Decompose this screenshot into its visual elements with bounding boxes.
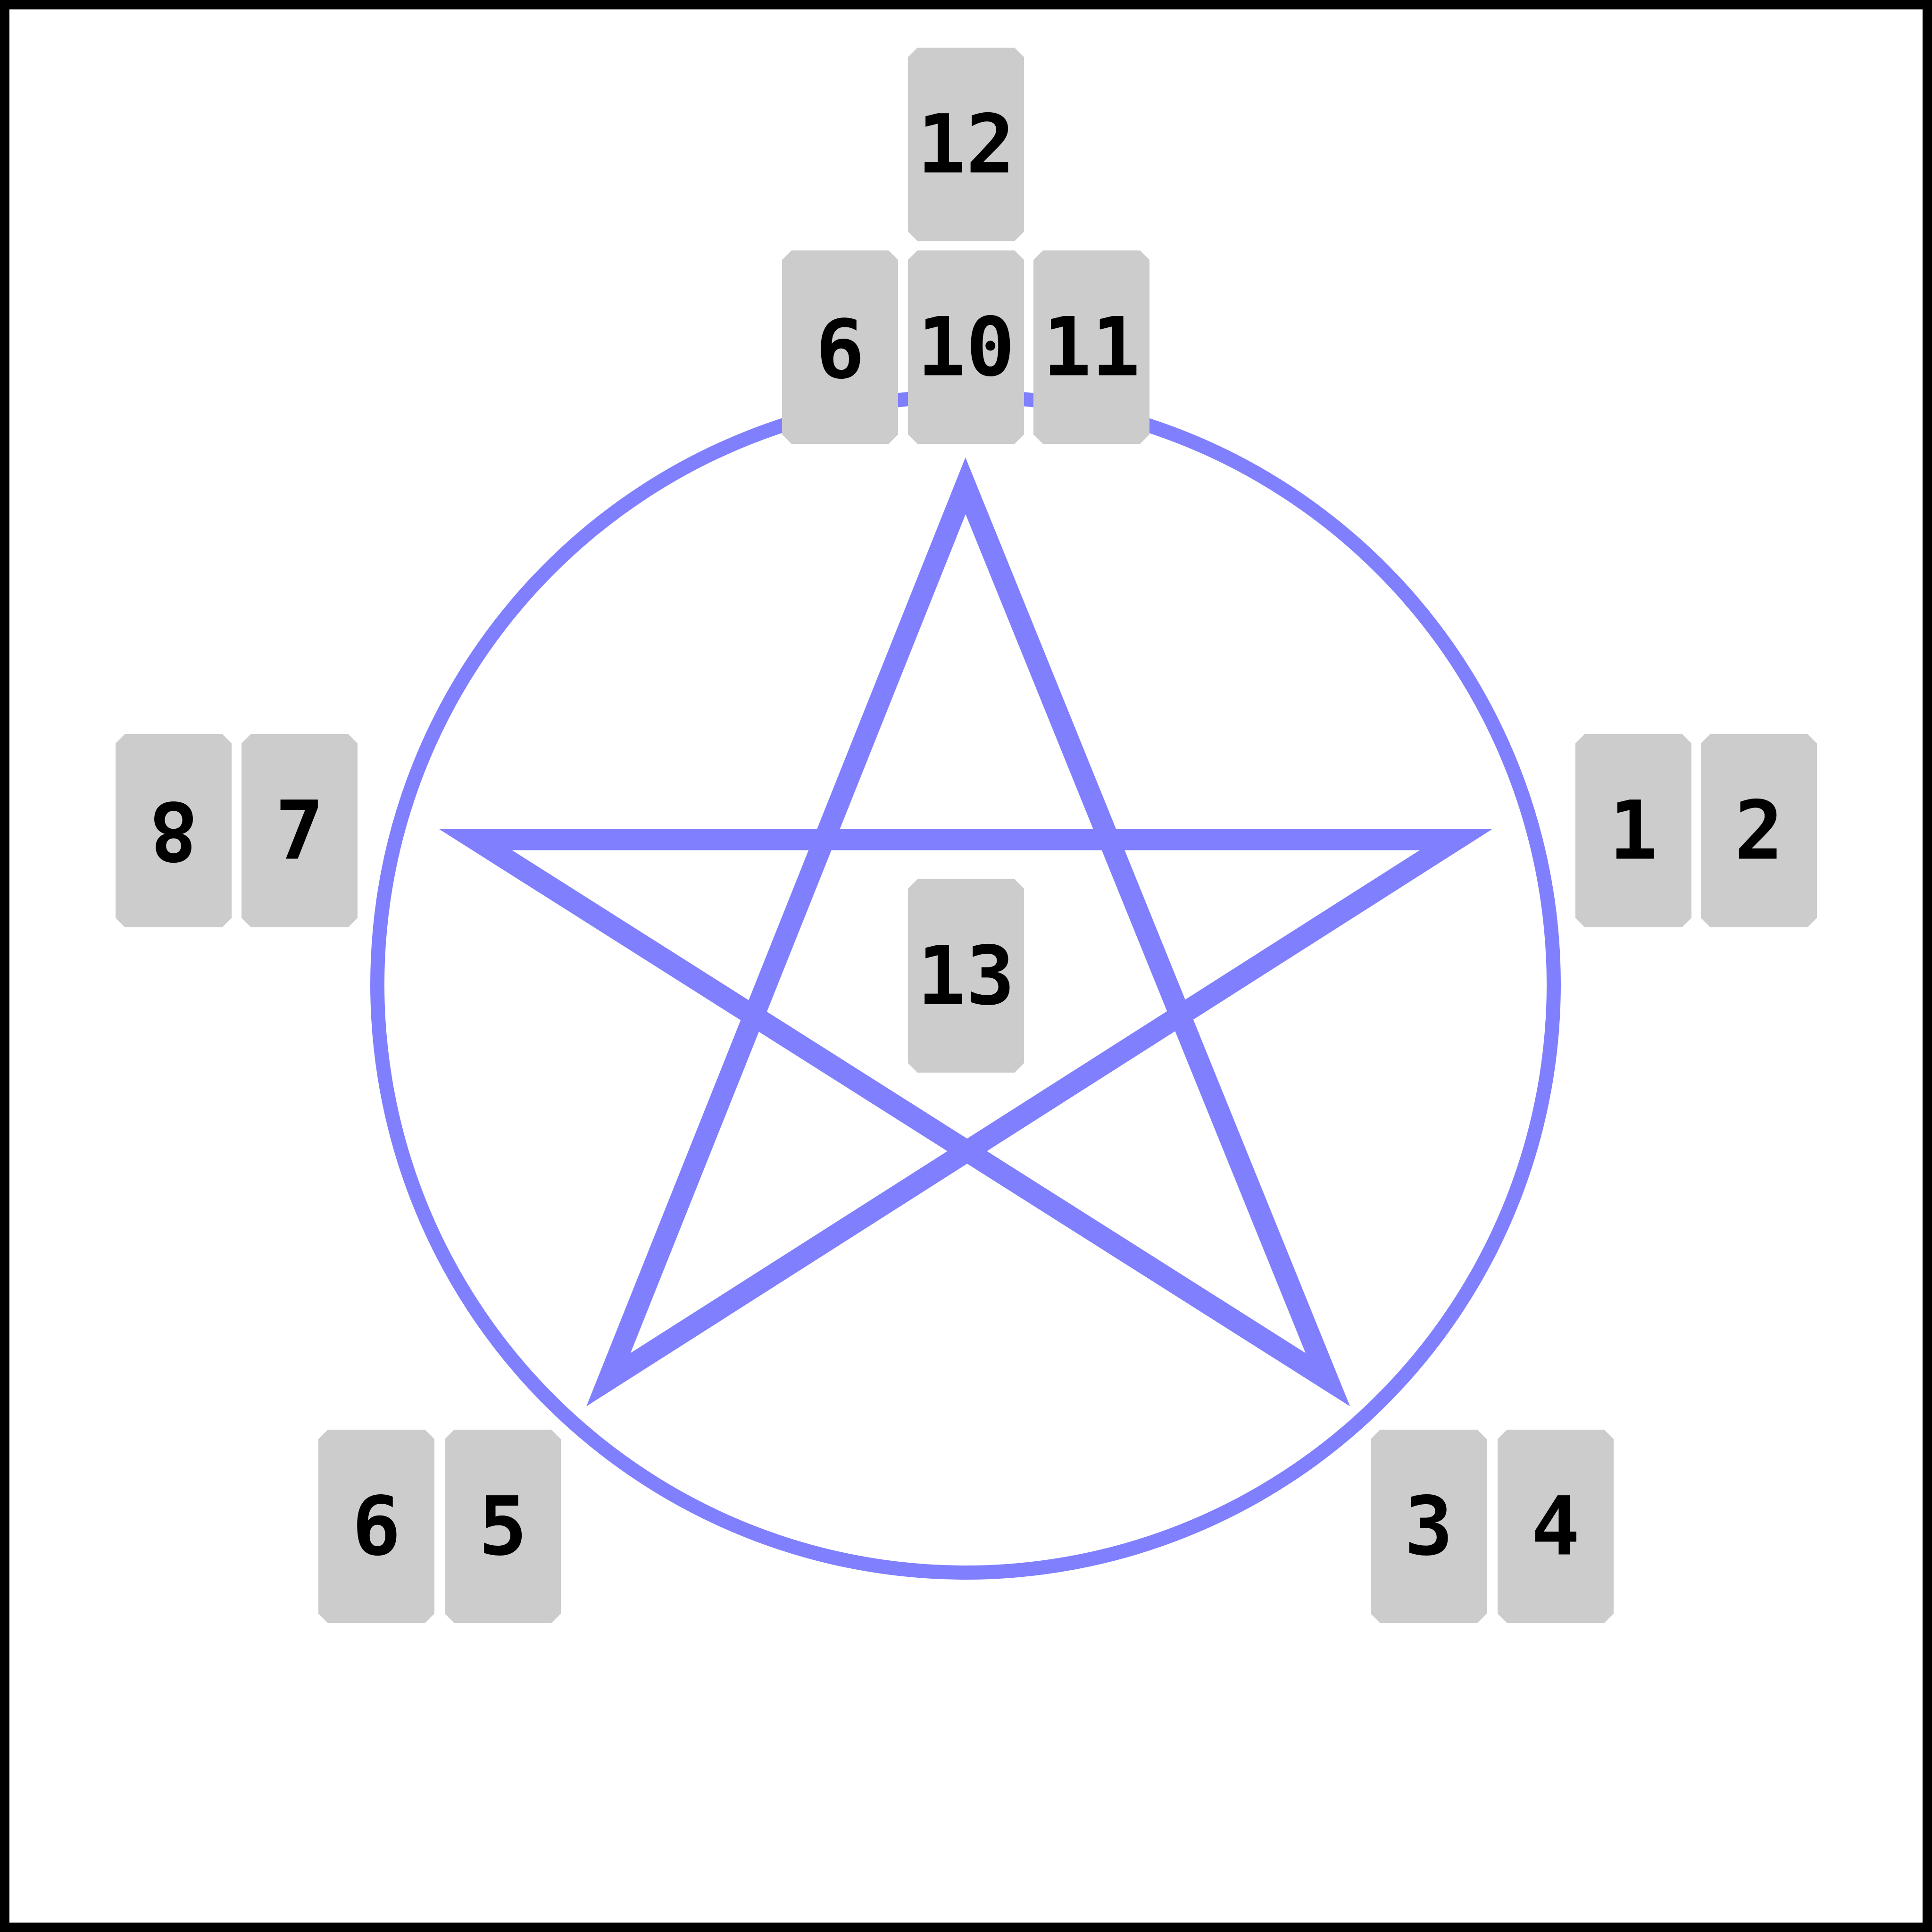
card-number-label: 12 bbox=[917, 97, 1015, 192]
card-number-label: 5 bbox=[478, 1479, 527, 1574]
tarot-card-4: 4 bbox=[1498, 1430, 1614, 1623]
card-shape bbox=[242, 734, 358, 927]
card-shape bbox=[116, 734, 232, 927]
tarot-card-10: 10 bbox=[908, 250, 1024, 444]
card-number-label: 8 bbox=[149, 783, 198, 878]
tarot-card-12: 12 bbox=[908, 48, 1024, 241]
card-number-label: 1 bbox=[1609, 783, 1658, 878]
card-shape bbox=[908, 250, 1024, 444]
card-number-label: 4 bbox=[1531, 1479, 1580, 1574]
card-shape bbox=[1498, 1430, 1614, 1623]
card-shape bbox=[1033, 250, 1149, 444]
card-number-label: 2 bbox=[1734, 783, 1783, 878]
card-shape bbox=[445, 1430, 561, 1623]
tarot-card-6: 6 bbox=[318, 1430, 434, 1623]
tarot-card-7: 7 bbox=[242, 734, 358, 927]
card-number-label: 11 bbox=[1042, 300, 1140, 395]
card-number-label: 3 bbox=[1404, 1479, 1453, 1574]
pentagram-star bbox=[439, 457, 1493, 1407]
card-shape bbox=[318, 1430, 434, 1623]
tarot-card-5: 5 bbox=[445, 1430, 561, 1623]
card-number-label: 7 bbox=[275, 783, 324, 878]
card-shape bbox=[782, 250, 898, 444]
tarot-card-13: 13 bbox=[908, 879, 1024, 1073]
tarot-card-3: 3 bbox=[1371, 1430, 1487, 1623]
card-number-label: 9 bbox=[816, 300, 865, 395]
card-number-label: 13 bbox=[917, 929, 1015, 1024]
card-shape bbox=[908, 879, 1024, 1073]
card-shape bbox=[1701, 734, 1817, 927]
card-shape bbox=[1575, 734, 1691, 927]
tarot-card-2: 2 bbox=[1701, 734, 1817, 927]
card-shape bbox=[1371, 1430, 1487, 1623]
tarot-card-11: 11 bbox=[1033, 250, 1149, 444]
tarot-card-8: 8 bbox=[116, 734, 232, 927]
tarot-card-9: 9 bbox=[782, 250, 898, 444]
card-shape bbox=[908, 48, 1024, 241]
tarot-card-1: 1 bbox=[1575, 734, 1691, 927]
card-number-label: 6 bbox=[352, 1479, 401, 1574]
card-number-label: 10 bbox=[917, 300, 1015, 395]
